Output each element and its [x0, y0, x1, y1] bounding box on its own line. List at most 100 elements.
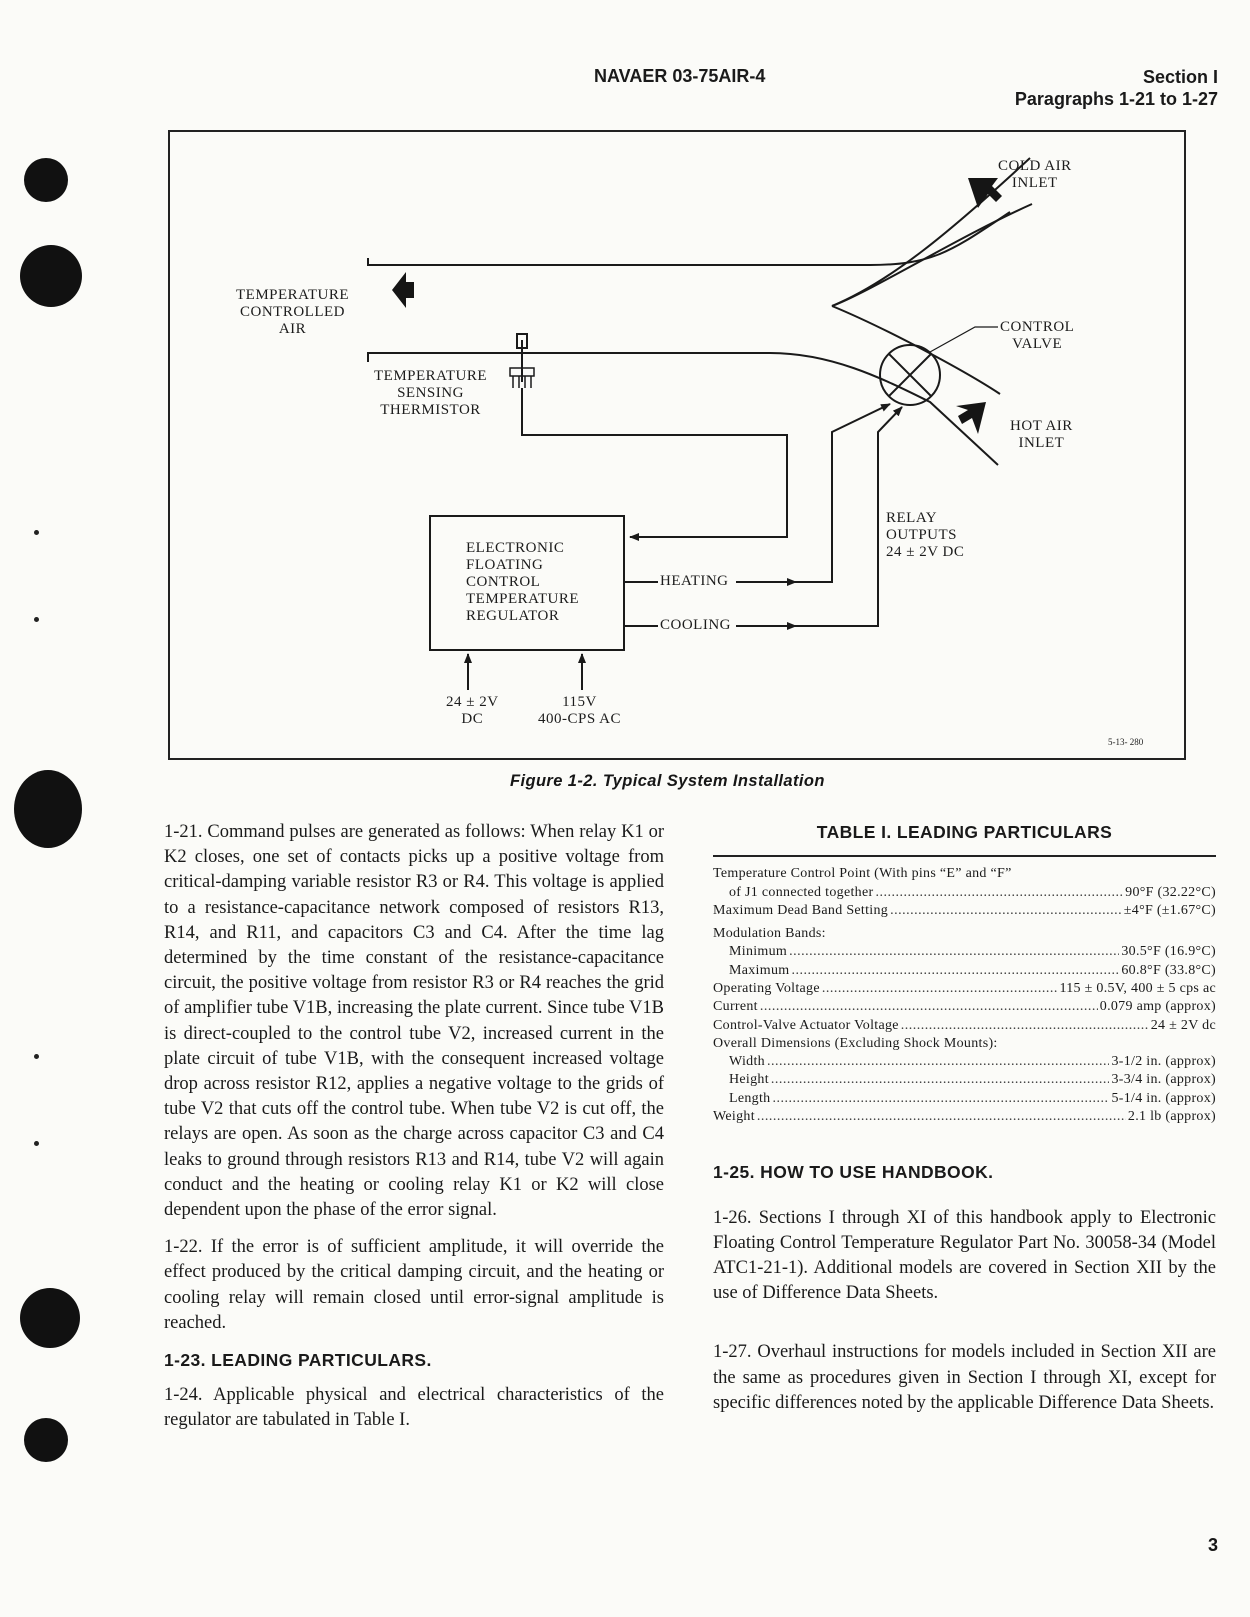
label-line: INLET: [1018, 435, 1065, 451]
table-row: Maximum Dead Band Setting ±4°F (±1.67°C): [713, 902, 1216, 920]
table-row-leader: [890, 902, 1122, 920]
label-line: OUTPUTS: [886, 527, 958, 543]
table-row-leader: [791, 962, 1119, 980]
document-number: NAVAER 03-75AIR-4: [594, 66, 766, 86]
table-row: Maximum 60.8°F (33.8°C): [713, 962, 1216, 980]
heading-1-25: 1-25. HOW TO USE HANDBOOK.: [713, 1162, 994, 1183]
binder-hole: [20, 1288, 80, 1348]
table-row-value: 24 ± 2V dc: [1150, 1017, 1216, 1033]
thermistor-label: TEMPERATURE SENSING THERMISTOR: [374, 368, 487, 419]
table-row: Operating Voltage 115 ± 0.5V, 400 ± 5 cps…: [713, 980, 1216, 998]
table-row-leader: [901, 1017, 1149, 1035]
label-line: 115V: [562, 694, 597, 710]
label-line: CONTROL: [1000, 319, 1075, 335]
table-row-leader: [767, 1053, 1110, 1071]
right-column: TABLE I. LEADING PARTICULARS Temperature…: [713, 820, 1216, 1416]
table-row-leader: [875, 884, 1123, 902]
label-line: VALVE: [1012, 336, 1063, 352]
table-row-label: of J1 connected together: [729, 884, 874, 900]
leading-particulars-table: Temperature Control Point (With pins “E”…: [713, 855, 1216, 1126]
table-row-label: Height: [729, 1072, 769, 1088]
dc-input-label: 24 ± 2V DC: [446, 694, 499, 728]
page-number: 3: [1207, 1535, 1218, 1555]
table-row-leader: [822, 980, 1058, 998]
table-row: Length 5-1/4 in. (approx): [713, 1090, 1216, 1108]
relay-outputs-label: RELAY OUTPUTS 24 ± 2V DC: [886, 510, 964, 561]
cold-inlet-inner-wall: [831, 203, 1033, 307]
cold-air-label: COLD AIR INLET: [998, 158, 1072, 192]
paragraph-1-22: 1-22. If the error is of sufficient ampl…: [164, 1237, 664, 1333]
ac-input-label: 115V 400-CPS AC: [538, 694, 621, 728]
table-row-label: Minimum: [729, 944, 788, 960]
table-row-label: Maximum Dead Band Setting: [713, 902, 889, 918]
label-line: HOT AIR: [1010, 418, 1073, 434]
table-row-label: Operating Voltage: [713, 980, 820, 996]
control-valve-circle: [879, 344, 941, 406]
label-line: TEMPERATURE: [236, 287, 350, 303]
regulator-label: ELECTRONIC FLOATING CONTROL TEMPERATURE …: [466, 540, 579, 625]
table-row: of J1 connected together 90°F (32.22°C): [713, 884, 1216, 902]
table-row-leader: [757, 1108, 1126, 1126]
label-line: ELECTRONIC: [466, 540, 565, 556]
table-title: TABLE I. LEADING PARTICULARS: [816, 822, 1113, 842]
left-column: 1-21. Command pulses are generated as fo…: [164, 820, 664, 1434]
binder-hole: [24, 1418, 68, 1462]
label-line: 24 ± 2V DC: [886, 544, 965, 560]
table-row-value: 60.8°F (33.8°C): [1121, 962, 1216, 978]
table-row-label: Temperature Control Point (With pins “E”…: [713, 866, 1012, 882]
system-installation-diagram: COLD AIR INLET TEMPERATURE CONTROLLED AI…: [168, 130, 1186, 760]
table-row: Control-Valve Actuator Voltage24 ± 2V dc: [713, 1017, 1216, 1035]
table-row: Weight 2.1 lb (approx): [713, 1108, 1216, 1126]
table-row-leader: [789, 943, 1119, 961]
table-row-label: Weight: [713, 1109, 755, 1125]
table-row: Temperature Control Point (With pins “E”…: [713, 865, 1216, 883]
label-line: COLD AIR: [998, 158, 1072, 174]
control-valve-cross: [888, 353, 932, 397]
paragraph-1-27: 1-27. Overhaul instructions for models i…: [713, 1342, 1216, 1413]
duct-lower-wall: [367, 352, 999, 466]
table-row-value: 30.5°F (16.9°C): [1121, 944, 1216, 960]
binder-hole: [24, 158, 68, 202]
table-row-label: Length: [729, 1090, 771, 1106]
table-row: Minimum 30.5°F (16.9°C): [713, 943, 1216, 961]
table-row-value: 3-3/4 in. (approx): [1111, 1072, 1216, 1088]
label-line: REGULATOR: [466, 608, 560, 624]
table-row-value: 90°F (32.22°C): [1125, 884, 1216, 900]
label-line: 24 ± 2V: [446, 694, 499, 710]
stray-dot: [34, 1141, 39, 1146]
table-row-leader: [771, 1071, 1110, 1089]
cold-air-arrow: [968, 178, 1002, 208]
table-row-label: Width: [729, 1054, 765, 1070]
paragraphs-label: Paragraphs 1-21 to 1-27: [1014, 89, 1218, 109]
label-line: DC: [461, 711, 484, 727]
temperature-controlled-air-label: TEMPERATURE CONTROLLED AIR: [236, 287, 349, 338]
table-row-value: 2.1 lb (approx): [1127, 1109, 1216, 1125]
paragraph-1-26: 1-26. Sections I through XI of this hand…: [713, 1207, 1216, 1304]
stray-dot: [34, 617, 39, 622]
table-row-value: ±4°F (±1.67°C): [1123, 902, 1216, 918]
table-row-value: 115 ± 0.5V, 400 ± 5 cps ac: [1059, 980, 1216, 996]
label-line: CONTROL: [466, 574, 541, 590]
heading-1-23: 1-23. LEADING PARTICULARS.: [164, 1350, 432, 1371]
binder-hole: [20, 245, 82, 307]
table-row-label: Current: [713, 999, 758, 1015]
table-row: Width3-1/2 in. (approx): [713, 1053, 1216, 1071]
duct-upper-wall: [367, 211, 1011, 266]
figure-reference-number: 5-13- 280: [1108, 737, 1144, 747]
section-label: Section I: [1142, 67, 1218, 87]
binder-hole: [14, 770, 82, 848]
label-line: AIR: [278, 321, 307, 337]
hot-air-arrow: [956, 402, 986, 434]
label-line: SENSING: [397, 385, 464, 401]
label-line: INLET: [1011, 175, 1058, 191]
table-row-value: 5-1/4 in. (approx): [1111, 1090, 1216, 1106]
label-line: RELAY: [886, 510, 938, 526]
stray-dot: [34, 1054, 39, 1059]
table-row-label: Maximum: [729, 962, 790, 978]
table-row-label: Overall Dimensions (Excluding Shock Moun…: [713, 1035, 998, 1051]
controlled-air-arrow: [392, 272, 414, 308]
hot-inlet-inner-wall: [831, 305, 1001, 395]
table-row: Height 3-3/4 in. (approx): [713, 1071, 1216, 1089]
label-line: TEMPERATURE: [466, 591, 580, 607]
label-line: 400-CPS AC: [538, 711, 621, 727]
